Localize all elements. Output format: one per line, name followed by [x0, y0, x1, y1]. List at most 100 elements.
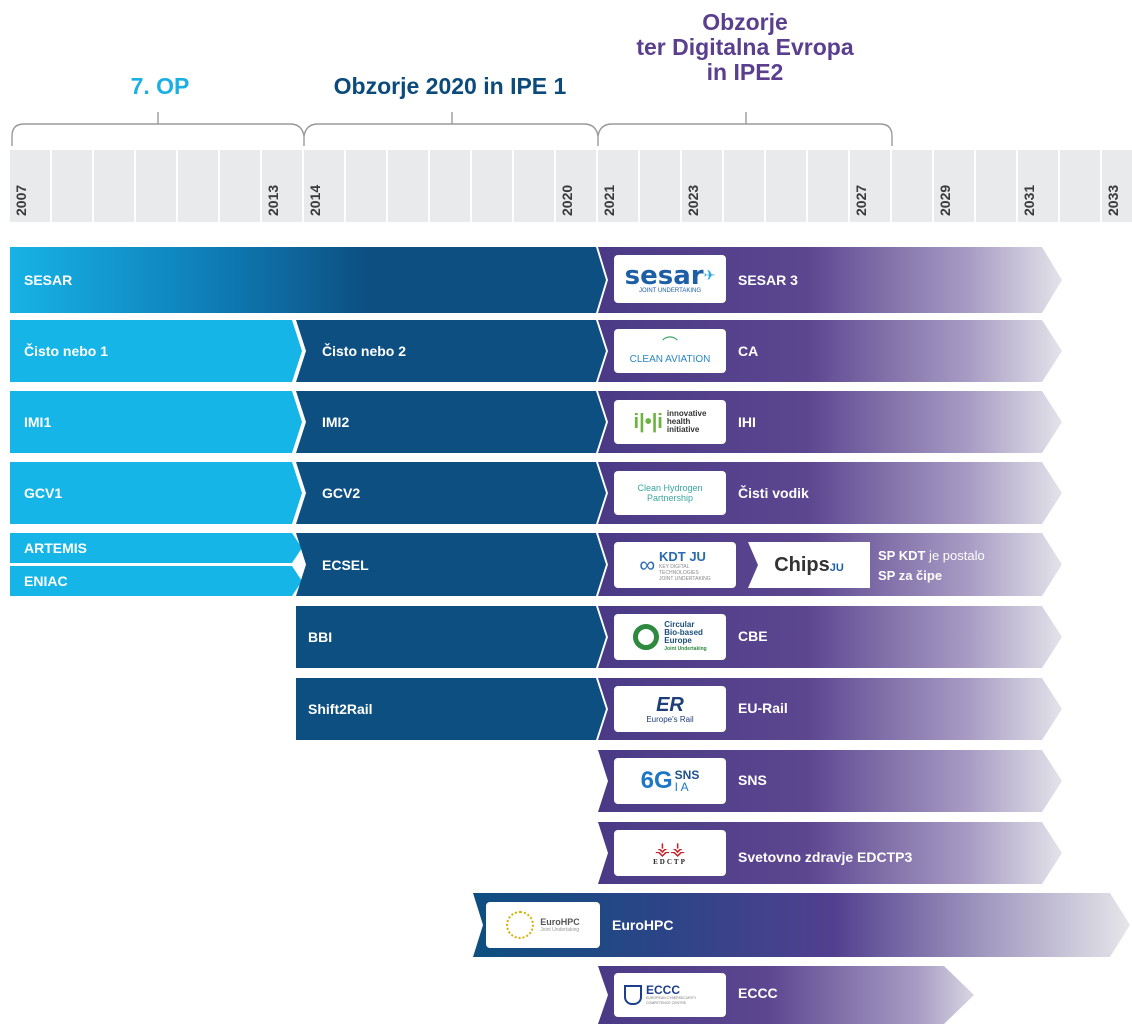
clean-hydrogen-text: Partnership	[646, 493, 693, 503]
year-label: 2031	[1021, 184, 1037, 216]
cbe-logo: Circular Bio-based Europe Joint Undertak…	[614, 614, 726, 660]
bar-label: ENIAC	[24, 573, 68, 589]
bar-label: ARTEMIS	[24, 540, 87, 556]
bar-label: IMI1	[24, 414, 52, 430]
year-cell	[94, 150, 134, 222]
aviation-swoosh-icon: ⌒	[661, 336, 678, 354]
ihi-text: initiative	[666, 425, 700, 434]
bar-label: IMI2	[322, 414, 350, 430]
period-title-fp7: 7. OP	[130, 73, 190, 99]
eccc-logo: ECCC EUROPEAN CYBERSECURITY COMPETENCE C…	[614, 973, 726, 1017]
label-sesar3: SESAR 3	[738, 272, 798, 288]
bar-bbi: BBI	[296, 606, 606, 668]
edctp-logo: ⚶⚶ EDCTP	[614, 830, 726, 876]
edctp-figures-icon: ⚶⚶	[654, 839, 686, 859]
bar-imi1: IMI1	[10, 391, 302, 453]
bar-label: SESAR	[24, 272, 73, 288]
chips-note: SP KDT je postalo SP za čipe	[878, 546, 985, 586]
year-cell	[640, 150, 680, 222]
kdt-logo-sub: KEY DIGITAL	[659, 563, 690, 570]
year-cell	[220, 150, 260, 222]
kdt-logo-text: KDT JU	[659, 548, 706, 564]
year-cell	[178, 150, 218, 222]
cbe-text: Circular	[664, 620, 695, 629]
label-edctp3: Svetovno zdravje EDCTP3	[738, 849, 913, 865]
year-cell	[514, 150, 554, 222]
bar-shift2rail: Shift2Rail	[296, 678, 606, 740]
year-label: 2023	[685, 184, 701, 216]
year-label: 2021	[601, 184, 617, 216]
period-title-line: ter Digitalna Evropa	[636, 34, 854, 60]
bar-eniac: ENIAC	[10, 566, 302, 596]
label-sns: SNS	[738, 772, 767, 788]
year-cell	[892, 150, 932, 222]
year-label: 2007	[13, 184, 29, 216]
label-ca: CA	[738, 343, 759, 359]
cbe-text: Joint Undertaking	[664, 646, 707, 652]
year-cell-2013: 2013	[262, 150, 302, 222]
year-cell	[808, 150, 848, 222]
bar-gcv1: GCV1	[10, 462, 302, 524]
sns-logo-sub: I A	[674, 780, 689, 794]
bar-label: Shift2Rail	[308, 701, 373, 717]
eccc-logo-text: ECCC	[646, 983, 681, 997]
year-cell	[766, 150, 806, 222]
ihi-text: health	[666, 417, 691, 426]
year-label: 2029	[937, 184, 953, 216]
eurohpc-logo-text: EuroHPC	[540, 917, 580, 927]
year-label: 2013	[265, 184, 281, 216]
chips-logo: ChipsJU	[748, 542, 870, 588]
year-cell	[136, 150, 176, 222]
ihi-mark: i|•|i	[633, 410, 663, 433]
year-cell	[430, 150, 470, 222]
bracket-h2020	[303, 123, 599, 137]
kdt-rings-icon: ∞	[639, 552, 655, 577]
cbe-text: Europe	[664, 636, 692, 645]
bar-imi2: IMI2	[296, 391, 606, 453]
chips-note-bold: SP KDT	[878, 548, 926, 563]
year-cell	[472, 150, 512, 222]
bar-label: Čisto nebo 2	[322, 343, 407, 359]
eurohpc-logo: EuroHPC Joint Undertaking	[486, 902, 600, 948]
year-cell-2020: 2020	[556, 150, 596, 222]
year-cell-2027: 2027	[850, 150, 890, 222]
period-title-line: Obzorje	[702, 9, 788, 35]
year-cell-2029: 2029	[934, 150, 974, 222]
sesar-logo-sub: JOINT UNDERTAKING	[638, 288, 701, 294]
eu-rail-text: Europe's Rail	[646, 714, 694, 724]
period-brackets	[11, 112, 893, 146]
year-cell-2014: 2014	[304, 150, 344, 222]
chips-logo-sub: JU	[829, 561, 844, 574]
cbe-circle-icon	[633, 624, 660, 650]
bracket-he	[597, 123, 893, 146]
sesar-logo-text: sesar	[624, 261, 704, 291]
year-cell	[52, 150, 92, 222]
year-cell-2023: 2023	[682, 150, 722, 222]
label-cbe: CBE	[738, 628, 768, 644]
clean-aviation-text: CLEAN AVIATION	[629, 353, 711, 365]
eurohpc-logo-sub: Joint Undertaking	[540, 927, 580, 933]
year-cell	[1060, 150, 1100, 222]
year-label: 2014	[307, 184, 323, 216]
bar-label: ECSEL	[322, 556, 369, 573]
period-title-horizon-europe: Obzorje ter Digitalna Evropa in IPE2	[595, 10, 895, 85]
ihi-text: innovative	[666, 409, 707, 418]
kdt-logo-sub: TECHNOLOGIES	[659, 569, 699, 576]
year-timeline: 2007 2013 2014 2020 2021 2023 2027 2029 …	[10, 150, 1132, 222]
eu-rail-mark-icon: ER	[656, 693, 684, 716]
sns-logo-small: SNS	[674, 768, 700, 782]
plane-icon: ✈	[703, 268, 716, 284]
label-ihi: IHI	[738, 414, 756, 430]
eu-stars-icon	[506, 911, 535, 939]
chips-logo-text: Chips	[774, 553, 830, 576]
bar-ecsel: ECSEL	[296, 533, 606, 596]
eccc-logo-sub: EUROPEAN CYBERSECURITY COMPETENCE CENTRE	[646, 996, 697, 1005]
clean-hydrogen-text: Clean Hydrogen	[637, 483, 703, 493]
year-cell	[724, 150, 764, 222]
year-label: 2020	[559, 184, 575, 216]
edctp-text: EDCTP	[653, 858, 687, 866]
cbe-text: Bio-based	[664, 628, 703, 637]
year-cell	[346, 150, 386, 222]
ihi-logo: i|•|i innovative health initiative	[614, 400, 726, 444]
year-cell-2031: 2031	[1018, 150, 1058, 222]
